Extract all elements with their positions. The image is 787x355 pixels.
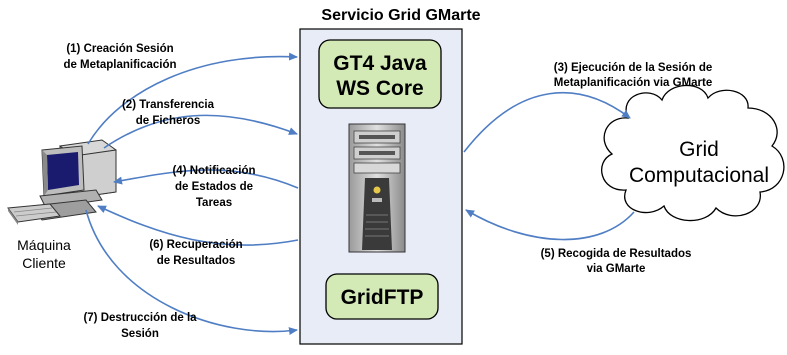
flow-arrow-3	[463, 92, 631, 153]
flow-label-4-line3: Tareas	[196, 197, 232, 209]
gt4-core-line1: GT4 Java	[333, 52, 427, 75]
flow-arrow-6	[97, 205, 299, 246]
flow-label-2-line2: de Ficheros	[136, 115, 201, 127]
flow-label-2: (2) Transferencia de Ficheros	[122, 99, 215, 127]
flow-arrow-2	[103, 114, 298, 149]
flow-label-1-line2: de Metaplanificación	[63, 59, 176, 71]
gridftp-box: GridFTP	[325, 273, 439, 320]
flow-label-7: (7) Destrucción de la Sesión	[83, 312, 197, 340]
flow-arrow-1	[87, 52, 298, 145]
flow-label-6-line2: de Resultados	[157, 255, 236, 267]
flow-label-3-line1: (3) Ejecución de la Sesión de	[554, 62, 713, 74]
flow-label-7-line1: (7) Destrucción de la	[83, 312, 197, 324]
cloud-line2: Computacional	[629, 164, 769, 187]
server-tower-icon	[348, 123, 406, 253]
gridftp-label: GridFTP	[341, 286, 424, 309]
flow-label-5: (5) Recogida de Resultados via GMarte	[541, 248, 692, 275]
gt4-core-box: GT4 Java WS Core	[318, 39, 442, 109]
flow-label-4-line1: (4) Notificación	[172, 165, 255, 177]
flow-label-3: (3) Ejecución de la Sesión de Metaplanif…	[554, 62, 713, 89]
computer-icon	[7, 139, 117, 225]
cloud-icon: Grid Computacional	[601, 84, 785, 222]
flow-arrow-5	[465, 209, 635, 241]
flow-label-1-line1: (1) Creación Sesión	[66, 43, 173, 55]
flow-label-4: (4) Notificación de Estados de Tareas	[172, 165, 255, 209]
flow-label-5-line2: via GMarte	[587, 263, 646, 275]
flow-label-6: (6) Recuperación de Resultados	[149, 239, 242, 267]
flow-label-5-line1: (5) Recogida de Resultados	[541, 248, 692, 260]
flow-arrow-4	[113, 169, 299, 189]
diagram-title: Servicio Grid GMarte	[321, 7, 480, 24]
flow-label-4-line2: de Estados de	[175, 181, 253, 193]
cloud-line1: Grid	[679, 138, 719, 161]
flow-label-6-line1: (6) Recuperación	[149, 239, 242, 251]
flow-label-7-line2: Sesión	[121, 328, 159, 340]
flow-arrow-7	[85, 209, 298, 335]
client-label-line2: Cliente	[22, 255, 66, 271]
flow-label-2-line1: (2) Transferencia	[122, 99, 215, 111]
client-label-line1: Máquina	[17, 237, 71, 253]
flow-label-1: (1) Creación Sesión de Metaplanificación	[63, 43, 176, 71]
gt4-core-line2: WS Core	[336, 77, 424, 100]
flow-label-3-line2: Metaplanificación via GMarte	[554, 77, 713, 89]
